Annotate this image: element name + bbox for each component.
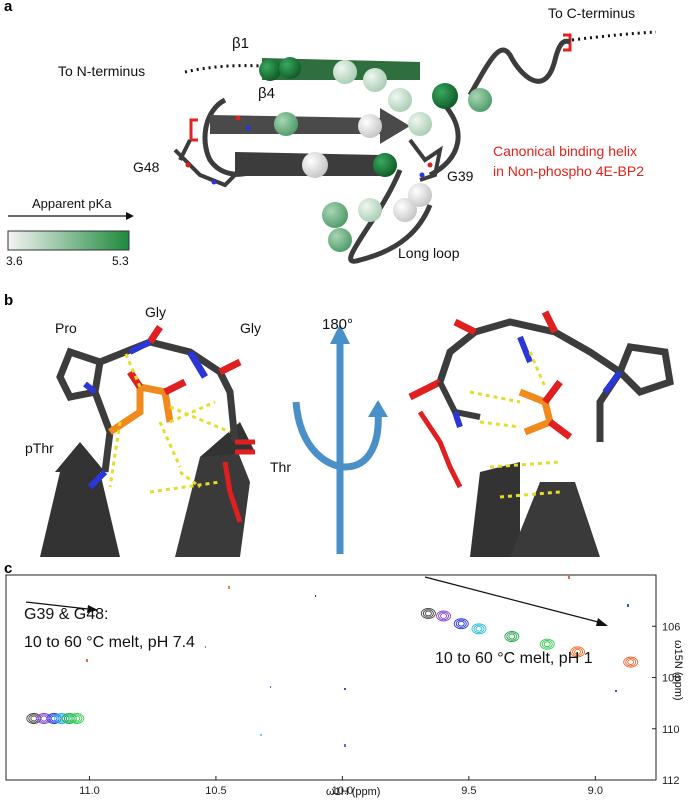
y-tick-label: 110	[662, 724, 680, 736]
g39-sticks	[408, 138, 443, 182]
long-loop-label: Long loop	[398, 245, 460, 261]
legend-title: Apparent pKa	[32, 196, 112, 211]
c-bracket	[563, 33, 572, 52]
trend-arrow-ph1	[424, 576, 599, 623]
panel-a: a	[0, 0, 691, 290]
pka-spheres	[259, 57, 492, 252]
left-annotation-line1: G39 & G48:	[24, 606, 109, 623]
y-axis-label: ω15N (ppm)	[672, 640, 684, 701]
panel-c: c 11.0 10.5 10.0 9.5 9.0 106 108 110 112 G39 & G…	[0, 560, 691, 805]
rotation-label: 180°	[322, 316, 354, 333]
x-axis-label: ω1H (ppm)	[326, 786, 381, 798]
peak-contour	[623, 656, 639, 668]
to-c-terminus-label: To C-terminus	[548, 5, 636, 21]
atom-accents	[185, 115, 433, 185]
n-terminus-dots	[184, 64, 263, 74]
panel-b: b	[0, 292, 691, 558]
right-annotation: 10 to 60 °C melt, pH 1	[435, 650, 593, 667]
panel-c-label: c	[4, 560, 13, 577]
peak-contour	[471, 623, 487, 635]
panel-b-label: b	[4, 292, 14, 309]
c-loop	[467, 38, 571, 97]
hsqc-spectrum: 11.0 10.5 10.0 9.5 9.0 106 108 110 112	[5, 574, 680, 797]
noise-peaks	[86, 575, 629, 747]
right-view	[408, 310, 674, 557]
peak-contour	[504, 631, 520, 642]
legend-max: 5.3	[112, 254, 129, 268]
x-tick-label: 10.5	[205, 785, 226, 797]
left-annotation-line2: 10 to 60 °C melt, pH 7.4	[24, 634, 195, 651]
peak-contour	[539, 638, 555, 650]
pro-label: Pro	[55, 320, 77, 336]
g48-label: G48	[133, 159, 160, 175]
y-tick-label: 112	[662, 775, 680, 787]
x-tick-label: 9.0	[588, 785, 603, 797]
beta1-label: β1	[232, 35, 249, 52]
y-tick-label: 106	[662, 621, 680, 633]
beta4-label: β4	[258, 85, 275, 102]
trend-arrow-ph74	[25, 601, 89, 610]
peak-contour	[69, 713, 85, 724]
x-tick-label: 9.5	[461, 785, 476, 797]
rotation-arrow	[292, 324, 388, 554]
x-tick-label: 10.0	[332, 785, 353, 797]
y-tick-label: 108	[662, 673, 680, 685]
gly1-label: Gly	[145, 304, 166, 320]
x-tick-label: 11.0	[79, 785, 100, 797]
beta4-strand	[210, 108, 410, 144]
pka-colorbar	[7, 230, 130, 251]
peak-contour	[436, 610, 451, 622]
legend-min: 3.6	[6, 254, 23, 268]
g39-label: G39	[447, 168, 474, 184]
gly2-label: Gly	[240, 320, 261, 336]
to-n-terminus-label: To N-terminus	[58, 63, 146, 79]
legend-arrowhead	[126, 212, 134, 220]
pthr-label: pThr	[25, 440, 54, 456]
helix-label-line2: in Non-phospho 4E-BP2	[493, 163, 644, 179]
right-loop	[428, 98, 461, 178]
c-terminus-dots	[571, 30, 657, 42]
panel-a-label: a	[4, 0, 13, 15]
helix-bracket	[189, 118, 198, 142]
left-view	[40, 325, 255, 557]
peak-contour	[453, 618, 469, 630]
phospho-turn-sticks	[40, 310, 674, 557]
protein-cartoon	[7, 30, 657, 264]
peak-contour	[570, 646, 586, 658]
helix-label-line1: Canonical binding helix	[493, 143, 637, 159]
peak-contour	[420, 607, 436, 619]
thr-label: Thr	[270, 459, 291, 475]
